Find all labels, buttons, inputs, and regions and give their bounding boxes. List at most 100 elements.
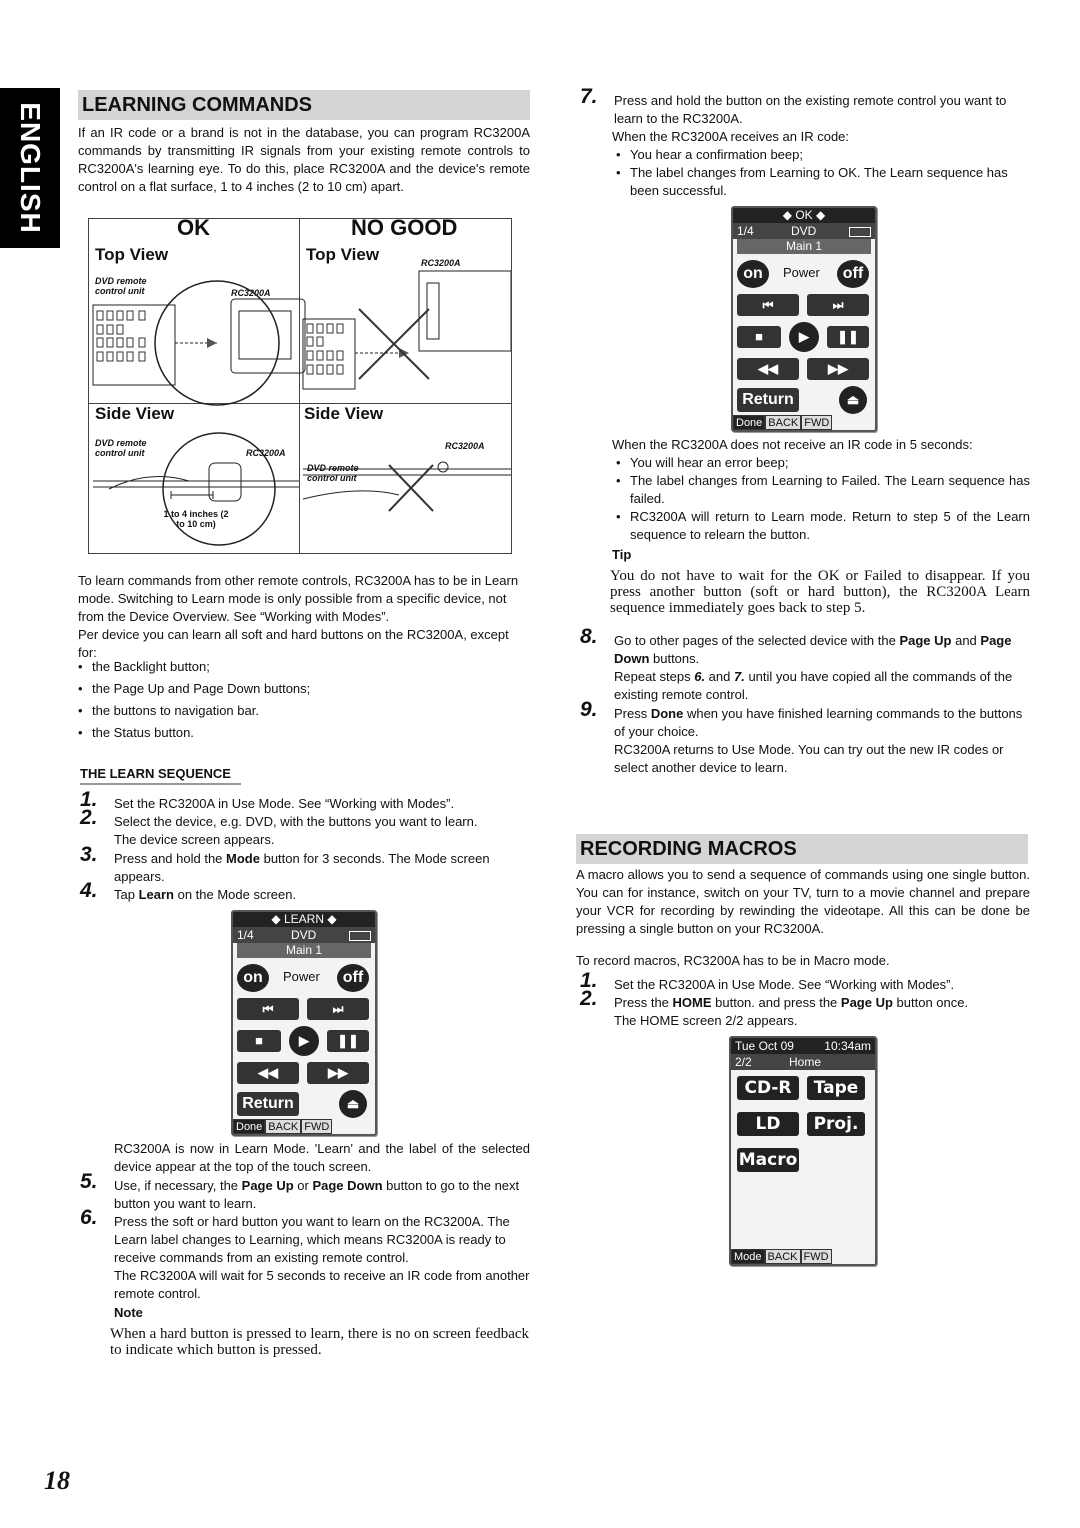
fast-forward-button[interactable]: ▶▶	[307, 1062, 369, 1084]
list-item: The label changes from Learning to Faile…	[616, 472, 1030, 508]
dvd-remote-caption: DVD remote control unit	[95, 276, 147, 296]
return-button[interactable]: Return	[237, 1092, 299, 1116]
fwd-button[interactable]: FWD	[800, 1249, 832, 1264]
rc3200a-side-caption: RC3200A	[246, 448, 286, 458]
proj-button[interactable]: Proj.	[807, 1112, 865, 1136]
play-button[interactable]: ▶	[789, 322, 819, 352]
off-button[interactable]: off	[337, 964, 369, 992]
language-tab: ENGLISH	[0, 88, 60, 248]
distance-caption: 1 to 4 inches (2 to 10 cm)	[163, 509, 229, 529]
top-view-label-ok: Top View	[95, 245, 169, 264]
screen-bottom-bar: Done BACK FWD	[733, 415, 875, 430]
list-item: You hear a confirmation beep;	[616, 146, 1030, 164]
back-button[interactable]: BACK	[764, 1249, 801, 1264]
step-text: Tap Learn on the Mode screen.	[114, 887, 297, 902]
step-text: Press the HOME button. and press the Pag…	[614, 995, 969, 1028]
rc3200a-side-caption-bad: RC3200A	[445, 441, 485, 451]
next-track-button[interactable]: ⏭	[307, 998, 369, 1020]
tape-button[interactable]: Tape	[807, 1076, 865, 1100]
dvd-remote-side-caption-bad: DVD remote control unit	[307, 463, 359, 483]
pause-button[interactable]: ❚❚	[327, 1030, 369, 1052]
list-item: the Status button.	[78, 724, 530, 742]
stop-button[interactable]: ■	[737, 326, 781, 348]
page-number: 18	[44, 1466, 70, 1495]
dvd-remote-side-caption: DVD remote control unit	[95, 438, 147, 458]
learning-intro: If an IR code or a brand is not in the d…	[78, 125, 530, 194]
date-label: Tue Oct 09	[735, 1039, 794, 1053]
screen-page-label: Main 1	[237, 943, 371, 958]
back-button[interactable]: BACK	[765, 415, 802, 430]
step-text: Set the RC3200A in Use Mode. See “Workin…	[614, 977, 955, 992]
screen-bottom-bar: Done BACK FWD	[233, 1119, 375, 1134]
fast-forward-button[interactable]: ▶▶	[807, 358, 869, 380]
learning-commands-heading: LEARNING COMMANDS	[78, 90, 530, 120]
macro-button[interactable]: Macro	[737, 1148, 799, 1172]
step-number: 4.	[80, 879, 98, 902]
step-text: Press Done when you have finished learni…	[614, 706, 1023, 775]
step-text: Press the soft or hard button you want t…	[114, 1214, 530, 1301]
screen-bottom-bar: Mode BACK FWD	[731, 1249, 875, 1264]
on-button[interactable]: on	[237, 964, 269, 992]
step-text: Use, if necessary, the Page Up or Page D…	[114, 1178, 520, 1211]
return-button[interactable]: Return	[737, 388, 799, 412]
exceptions-list: the Backlight button; the Page Up and Pa…	[78, 658, 530, 742]
step-number: 2.	[580, 987, 598, 1010]
play-button[interactable]: ▶	[289, 1026, 319, 1056]
rewind-button[interactable]: ◀◀	[237, 1062, 299, 1084]
language-tab-label: ENGLISH	[15, 102, 46, 234]
list-item: RC3200A will return to Learn mode. Retur…	[616, 508, 1030, 544]
step-text: Set the RC3200A in Use Mode. See “Workin…	[114, 796, 455, 811]
learn-mode-paragraph: To learn commands from other remote cont…	[78, 573, 519, 624]
next-track-button[interactable]: ⏭	[807, 294, 869, 316]
eject-button[interactable]: ⏏	[839, 386, 867, 414]
tip-text: You do not have to wait for the OK or Fa…	[610, 568, 1030, 616]
macros-intro: A macro allows you to send a sequence of…	[576, 867, 1030, 936]
on-button[interactable]: on	[737, 260, 769, 288]
screen-status-label: ◆ LEARN ◆	[233, 912, 375, 927]
stop-button[interactable]: ■	[237, 1030, 281, 1052]
tip-label: Tip	[612, 547, 632, 562]
prev-track-button[interactable]: ⏮	[237, 998, 299, 1020]
ld-button[interactable]: LD	[737, 1112, 799, 1136]
learn-exceptions-intro: Per device you can learn all soft and ha…	[78, 627, 509, 660]
battery-icon	[349, 931, 371, 941]
screen-page-label: Main 1	[737, 239, 871, 254]
rewind-button[interactable]: ◀◀	[737, 358, 799, 380]
side-view-label-bad: Side View	[304, 404, 384, 423]
side-view-label-ok: Side View	[95, 404, 175, 423]
step-number: 1.	[580, 969, 598, 992]
recording-macros-heading: RECORDING MACROS	[576, 834, 1028, 864]
eject-button[interactable]: ⏏	[339, 1090, 367, 1118]
mode-button[interactable]: Mode	[731, 1249, 765, 1264]
fwd-button[interactable]: FWD	[801, 415, 833, 430]
fwd-button[interactable]: FWD	[301, 1119, 333, 1134]
pause-button[interactable]: ❚❚	[827, 326, 869, 348]
done-button[interactable]: Done	[733, 415, 766, 430]
back-button[interactable]: BACK	[265, 1119, 302, 1134]
step-text: Press and hold the button on the existin…	[614, 93, 1007, 126]
step-number: 5.	[80, 1170, 98, 1193]
step-text: Go to other pages of the selected device…	[614, 633, 1013, 702]
battery-icon	[849, 227, 871, 237]
list-item: the Backlight button;	[78, 658, 530, 676]
macros-mode-para: To record macros, RC3200A has to be in M…	[576, 953, 890, 968]
prev-track-button[interactable]: ⏮	[737, 294, 799, 316]
step-number: 3.	[80, 843, 98, 866]
step-number: 9.	[580, 698, 598, 721]
done-button[interactable]: Done	[233, 1119, 266, 1134]
rc3200a-caption-bad: RC3200A	[421, 258, 461, 268]
off-button[interactable]: off	[837, 260, 869, 288]
rc3200a-caption: RC3200A	[231, 288, 271, 298]
cd-r-button[interactable]: CD-R	[737, 1076, 799, 1100]
step-text: Press and hold the Mode button for 3 sec…	[114, 851, 490, 884]
note-text: When a hard button is pressed to learn, …	[110, 1326, 530, 1358]
ir-not-received-intro: When the RC3200A does not receive an IR …	[612, 437, 973, 452]
top-view-label-bad: Top View	[306, 245, 380, 264]
ir-failed-list: You will hear an error beep; The label c…	[616, 454, 1030, 544]
